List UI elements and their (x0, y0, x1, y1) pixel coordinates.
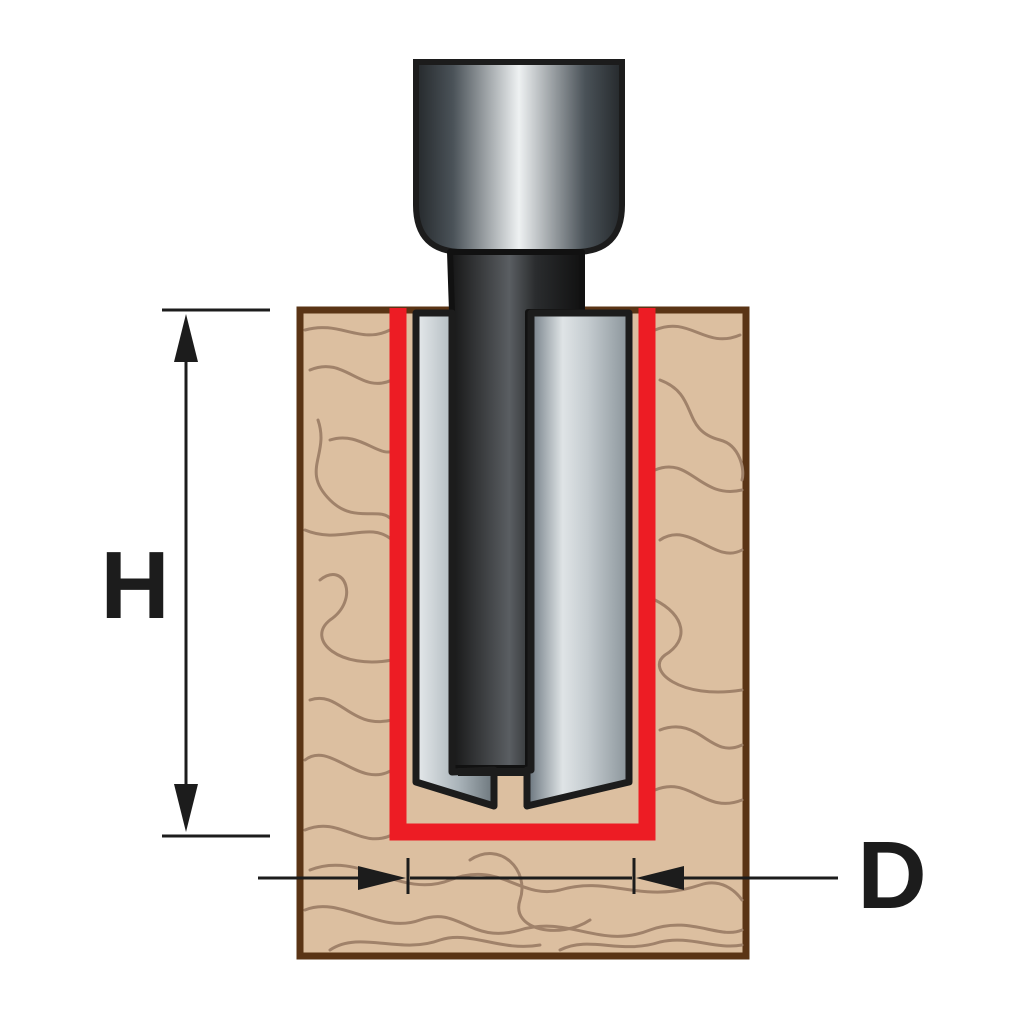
diameter-label: D (857, 822, 926, 929)
router-blade-right (523, 309, 633, 810)
height-dimension (162, 308, 270, 838)
height-arrow-bottom (174, 784, 198, 832)
height-label: H (100, 532, 169, 639)
height-arrow-top (174, 314, 198, 362)
diameter-arrow-right (636, 866, 684, 890)
wood-grain (303, 324, 745, 952)
router-collet (413, 59, 625, 255)
groove-outline (389, 308, 656, 841)
diameter-arrow-left (358, 866, 406, 890)
router-bit-icon (412, 59, 633, 810)
diameter-dimension (258, 858, 838, 894)
router-center-tip (458, 768, 524, 776)
